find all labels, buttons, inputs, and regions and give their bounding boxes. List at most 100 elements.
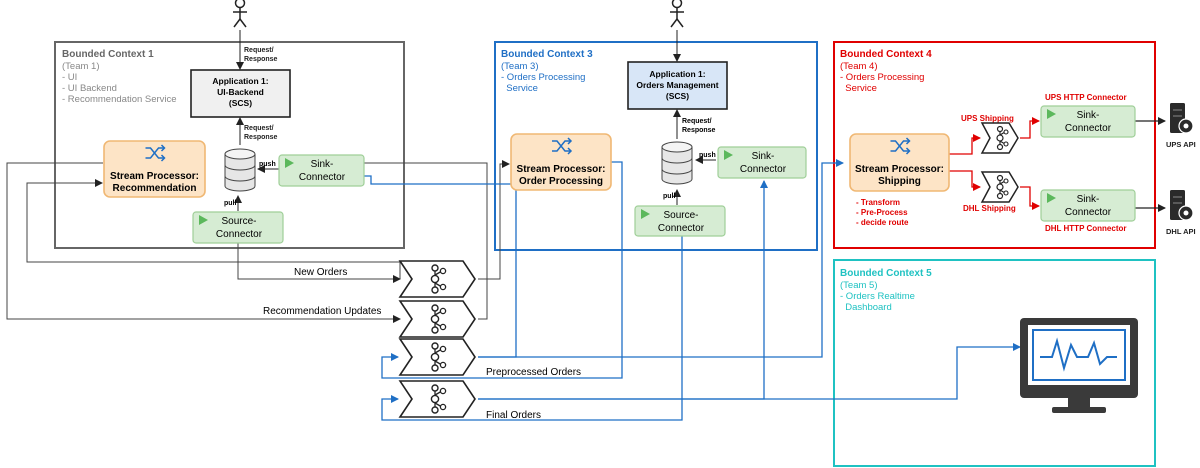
- ups-http-connector-label: UPS HTTP Connector: [1045, 93, 1127, 102]
- bc1-title: Bounded Context 1: [62, 49, 154, 60]
- bc1-req2-label-0: Request/: [244, 125, 274, 132]
- bc3-app-line-2: (SCS): [666, 91, 689, 101]
- bc1-app-line-0: Application 1:: [212, 76, 268, 86]
- ups-shipping-label: UPS Shipping: [961, 114, 1014, 123]
- bc4-line-1: - Orders Processing: [840, 72, 924, 83]
- flow-preprocessed-to-shipping: [478, 159, 844, 358]
- bc1-line-1: - UI: [62, 72, 77, 83]
- dhl-http-connector-label: DHL HTTP Connector: [1045, 224, 1126, 233]
- bc5-line-2: Dashboard: [840, 302, 892, 313]
- flow-order-processing-to-preprocessed: [381, 161, 623, 379]
- bc1-line-2: - UI Backend: [62, 83, 117, 94]
- flow-bc3-source-to-final: [381, 236, 683, 421]
- ups-sink-line-0: Sink-: [1077, 110, 1100, 121]
- recommendation-processor-line-0: Stream Processor:: [110, 171, 199, 182]
- bc3-line-2: Service: [501, 83, 538, 94]
- flow-dhl-topic-to-sink: [1020, 186, 1040, 210]
- ups-api-label: UPS API: [1166, 140, 1196, 149]
- final-orders-kafka-topic-icon[interactable]: [399, 380, 476, 418]
- bc1-sink-connector[interactable]: Sink- Connector: [278, 154, 365, 187]
- dhl-sink-line-1: Connector: [1065, 207, 1112, 218]
- shipping-processor-line-0: Stream Processor:: [855, 164, 944, 175]
- flow-recommendation-to-updates: [6, 162, 401, 323]
- bc1-line-3: - Recommendation Service: [62, 94, 177, 105]
- bc3-sink-connector[interactable]: Sink- Connector: [717, 146, 807, 179]
- bounded-context-4-box: [833, 41, 1156, 249]
- ups-sink-line-1: Connector: [1065, 123, 1112, 134]
- bc3-line-1: - Orders Processing: [501, 72, 585, 83]
- bc3-sink-line-1: Connector: [740, 164, 787, 175]
- bc3-req-label-0: Request/: [682, 118, 712, 125]
- recommendation-updates-kafka-topic-icon[interactable]: [399, 300, 476, 338]
- order-processing-line-0: Stream Processor:: [517, 164, 606, 175]
- bc5-line-0: (Team 5): [840, 280, 877, 291]
- new-orders-label: New Orders: [294, 267, 347, 278]
- bc3-source-line-1: Connector: [658, 223, 705, 234]
- bc3-req-label-1: Response: [682, 127, 716, 134]
- ups-shipping-topic-icon[interactable]: [981, 122, 1019, 154]
- bc3-database-icon: [661, 141, 693, 185]
- bc4-note-2: - decide route: [856, 218, 909, 227]
- shipping-processor-line-1: Shipping: [878, 176, 921, 187]
- bc4-line-2: Service: [840, 83, 877, 94]
- final-orders-label: Final Orders: [486, 410, 541, 421]
- dhl-sink-connector[interactable]: Sink- Connector: [1040, 189, 1136, 222]
- dhl-api-label: DHL API: [1166, 227, 1196, 236]
- dhl-shipping-label: DHL Shipping: [963, 204, 1016, 213]
- bc3-app-box[interactable]: Application 1: Orders Management (SCS): [627, 61, 728, 110]
- flow-source-to-new-orders: [237, 243, 401, 283]
- bc1-source-connector[interactable]: Source- Connector: [192, 211, 284, 244]
- bc1-app-line-2: (SCS): [229, 98, 252, 108]
- preprocessed-orders-label: Preprocessed Orders: [486, 367, 581, 378]
- shipping-processor[interactable]: Stream Processor: Shipping: [849, 133, 950, 192]
- bc1-database-icon: [224, 148, 256, 192]
- bounded-context-3-box: [494, 41, 818, 251]
- ups-api-server-gear-icon: [1169, 102, 1194, 134]
- recommendation-processor-line-1: Recommendation: [113, 183, 197, 194]
- dhl-api-server-gear-icon: [1169, 189, 1194, 221]
- flow-shipping-to-ups-topic: [949, 134, 981, 155]
- bc1-sink-line-0: Sink-: [311, 159, 334, 170]
- bc1-source-line-0: Source-: [221, 216, 256, 227]
- bc1-sink-line-1: Connector: [299, 172, 346, 183]
- order-processing-line-1: Order Processing: [519, 176, 603, 187]
- bc3-person-icon: [669, 0, 685, 28]
- bc3-app-line-0: Application 1:: [649, 69, 705, 79]
- flow-updates-to-bc1-sink: [336, 159, 488, 320]
- bc3-line-0: (Team 3): [501, 61, 538, 72]
- bc5-line-1: - Orders Realtime: [840, 291, 915, 302]
- bounded-context-1-box: [54, 41, 405, 249]
- bc3-push-label: push: [699, 152, 716, 159]
- bc1-person-icon: [232, 0, 248, 28]
- preprocessed-orders-kafka-topic-icon[interactable]: [399, 338, 476, 376]
- ups-sink-connector[interactable]: Sink- Connector: [1040, 105, 1136, 138]
- bc3-source-line-0: Source-: [663, 210, 698, 221]
- flow-preprocessed-to-bc1-sink: [336, 172, 517, 358]
- bc4-note-0: - Transform: [856, 198, 900, 207]
- bounded-context-5-box: [833, 259, 1156, 467]
- bc1-push-label: push: [259, 161, 276, 168]
- bc1-pull-label: pull: [224, 200, 236, 207]
- recommendation-processor[interactable]: Stream Processor: Recommendation: [103, 140, 206, 198]
- new-orders-kafka-topic-icon[interactable]: [399, 260, 476, 298]
- flow-new-orders-to-recommendation: [26, 179, 401, 279]
- bc1-app-line-1: UI-Backend: [217, 87, 264, 97]
- dhl-sink-line-0: Sink-: [1077, 194, 1100, 205]
- bc1-req-label-1: Response: [244, 56, 278, 63]
- flow-shipping-to-dhl-topic: [949, 170, 981, 191]
- bc3-pull-label: pull: [663, 193, 675, 200]
- bc1-line-0: (Team 1): [62, 61, 99, 72]
- order-processing-processor[interactable]: Stream Processor: Order Processing: [510, 133, 612, 191]
- flow-new-orders-to-order-processing: [478, 160, 510, 280]
- bc1-app-box[interactable]: Application 1: UI-Backend (SCS): [190, 69, 291, 118]
- recommendation-updates-label: Recommendation Updates: [263, 306, 381, 317]
- bc3-title: Bounded Context 3: [501, 49, 593, 60]
- bc4-note-1: - Pre-Process: [856, 208, 908, 217]
- bc1-req2-label-1: Response: [244, 134, 278, 141]
- bc3-source-connector[interactable]: Source- Connector: [634, 205, 726, 237]
- dhl-shipping-topic-icon[interactable]: [981, 171, 1019, 203]
- bc3-sink-line-0: Sink-: [752, 151, 775, 162]
- flow-ups-topic-to-sink: [1020, 117, 1040, 139]
- dashboard-monitor-icon: [1020, 318, 1138, 413]
